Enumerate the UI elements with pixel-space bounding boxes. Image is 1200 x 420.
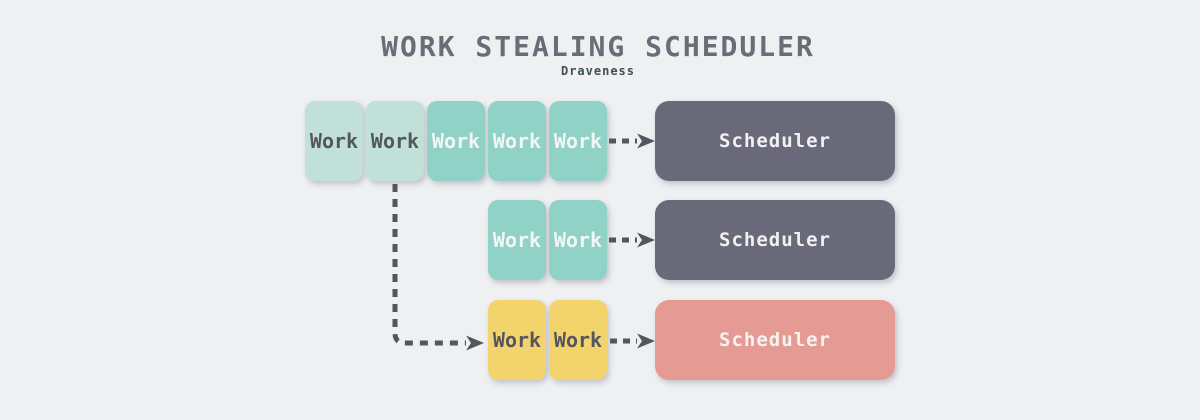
scheduler-box: Scheduler (655, 200, 895, 280)
dashed-arrow-icon (609, 232, 655, 248)
work-box: Work (549, 300, 607, 380)
page-title: WORK STEALING SCHEDULER (381, 30, 815, 63)
work-box: Work (549, 101, 607, 181)
work-box: Work (488, 101, 546, 181)
scheduler-box: Scheduler (655, 101, 895, 181)
page-subtitle: Draveness (560, 64, 636, 78)
work-box: Work (305, 101, 363, 181)
steal-path-arrow-icon (392, 184, 484, 351)
work-box: Work (549, 200, 607, 280)
work-box: Work (427, 101, 485, 181)
work-box: Work (488, 300, 546, 380)
work-box: Work (488, 200, 546, 280)
dashed-arrow-icon (609, 133, 655, 149)
dashed-arrow-icon (610, 333, 655, 349)
scheduler-box: Scheduler (655, 300, 895, 380)
work-box: Work (366, 101, 424, 181)
